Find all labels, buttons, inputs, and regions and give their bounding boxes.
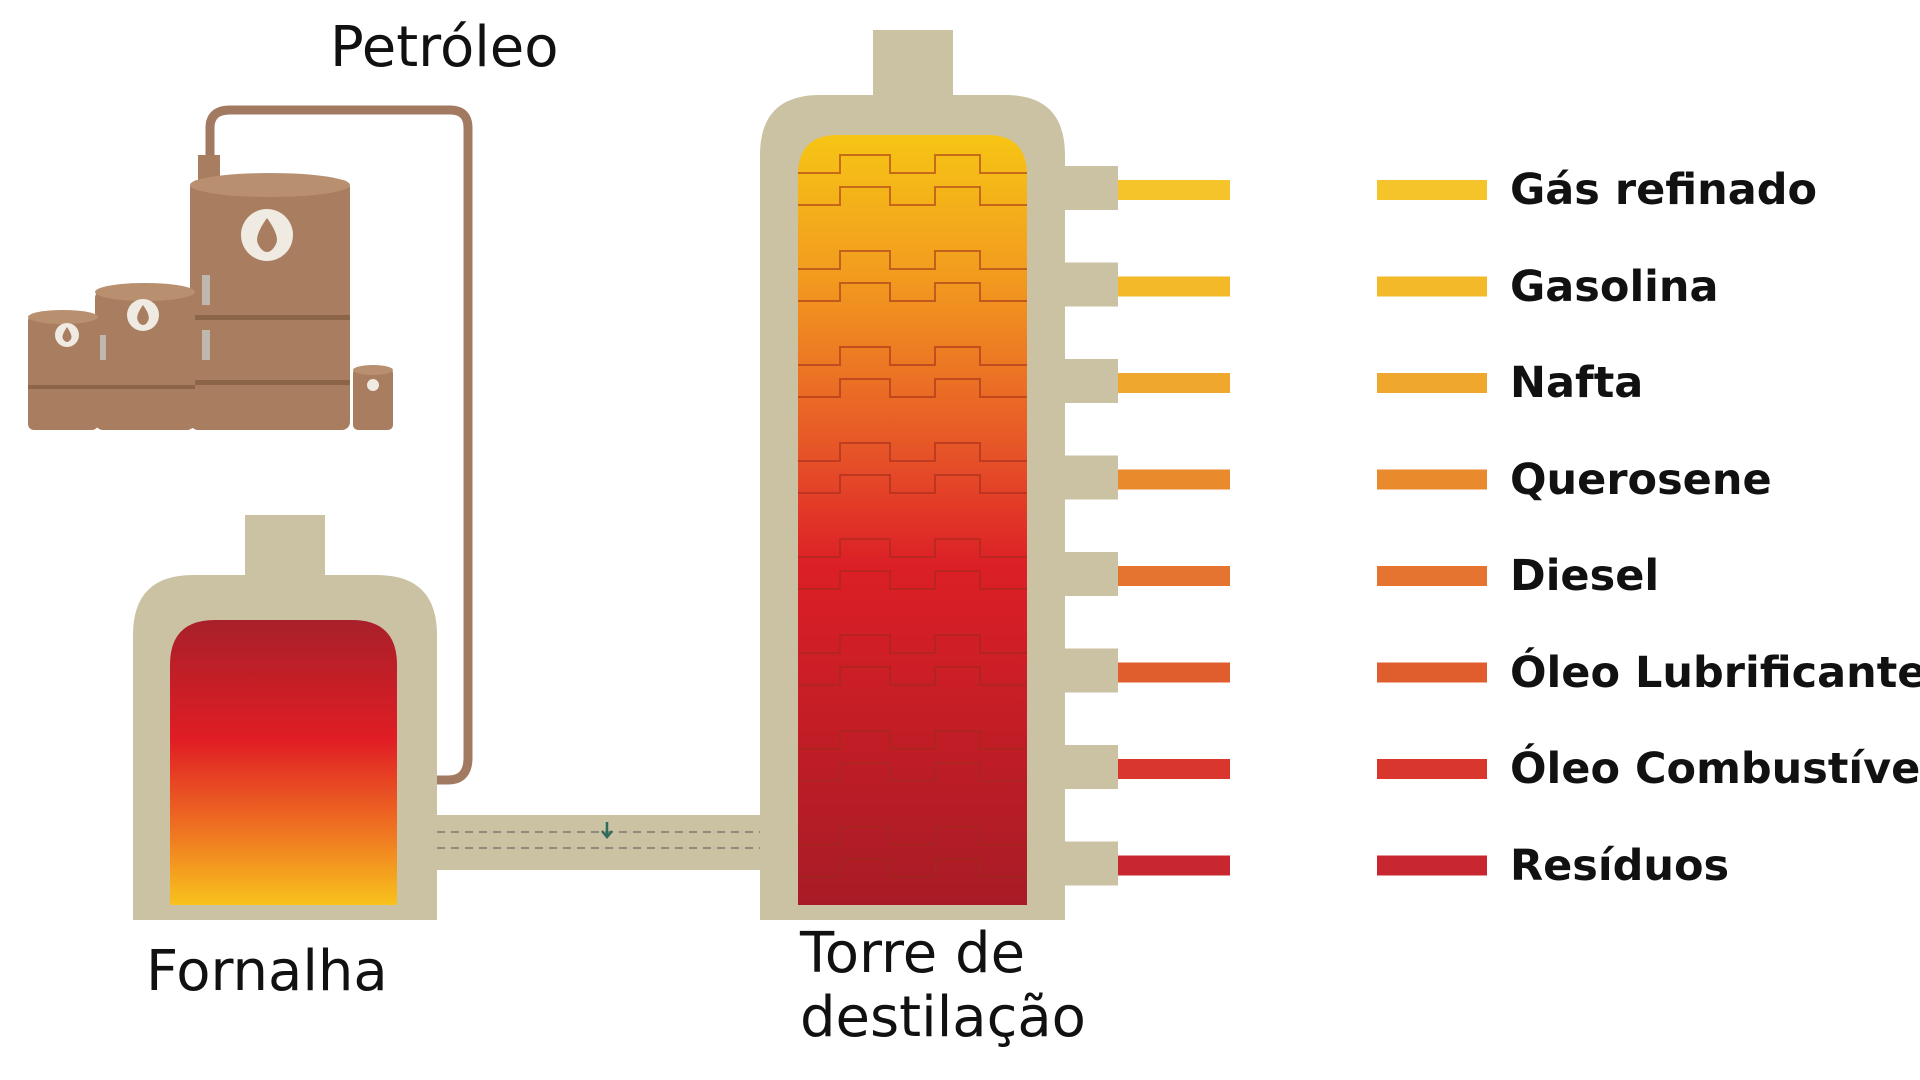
tower-nozzle [1060,552,1118,596]
legend-label: Óleo Lubrificante [1510,647,1920,698]
tray-line [798,282,1027,302]
legend-swatch [1377,855,1487,876]
legend-swatch [1377,373,1487,393]
legend-label: Gasolina [1510,261,1719,312]
legend-swatch [1377,180,1487,200]
tower-nozzle [1060,455,1118,500]
tray-line [798,634,1027,654]
tray-line [798,538,1027,558]
legend-swatch [1377,759,1487,779]
tray-line [798,378,1027,398]
source-label: Petróleo [330,15,559,80]
outlet-pipe [1118,662,1230,683]
outlet-pipe [1118,276,1230,297]
outlet-pipe [1118,855,1230,876]
tower-nozzle [1060,166,1118,210]
tower-chamber [798,135,1027,905]
legend-label: Diesel [1510,551,1660,601]
furnace-chamber [170,620,397,905]
tower-nozzle [1060,841,1118,886]
tray-line [798,826,1027,846]
legend-label: Nafta [1510,358,1644,408]
legend-label: Resíduos [1510,840,1730,891]
legend-swatch [1377,662,1487,683]
large-tank [190,180,350,430]
outlet-pipe [1118,373,1230,393]
legend-swatch [1377,566,1487,586]
furnace [133,515,437,920]
outlet-pipe [1118,469,1230,490]
distillation-tower [760,30,1230,920]
tray-line [798,186,1027,206]
outlet-pipe [1118,180,1230,200]
tray-line [798,666,1027,686]
flow-arrow-icon [601,822,613,839]
tray-line [798,154,1027,174]
legend [1377,180,1487,876]
medium-tank [95,290,195,430]
tray-line [798,474,1027,494]
feed-pipe [205,105,473,785]
tower-nozzle [1060,262,1118,307]
furnace-label: Fornalha [146,939,388,1004]
legend-swatch [1377,469,1487,490]
legend-label: Querosene [1510,454,1772,505]
small-tank [28,315,98,430]
tray-line [798,762,1027,782]
tray-line [798,346,1027,366]
tray-line [798,570,1027,590]
tiny-tank [353,368,393,430]
tray-line [798,442,1027,462]
tower-label: Torre de destilação [800,921,1086,1051]
transfer-pipe [435,815,770,870]
tower-label-line1: Torre de [800,921,1026,986]
tower-label-line2: destilação [800,985,1086,1051]
tower-nozzle [1060,745,1118,789]
legend-label: Óleo Combustível [1510,744,1920,794]
oil-tanks [28,105,473,785]
tower-nozzle [1060,359,1118,403]
legend-swatch [1377,276,1487,297]
tower-nozzle [1060,648,1118,693]
tray-line [798,250,1027,270]
tray-line [798,730,1027,750]
legend-label: Gás refinado [1510,165,1818,215]
outlet-pipe [1118,759,1230,779]
tray-line [798,858,1027,878]
outlet-pipe [1118,566,1230,586]
